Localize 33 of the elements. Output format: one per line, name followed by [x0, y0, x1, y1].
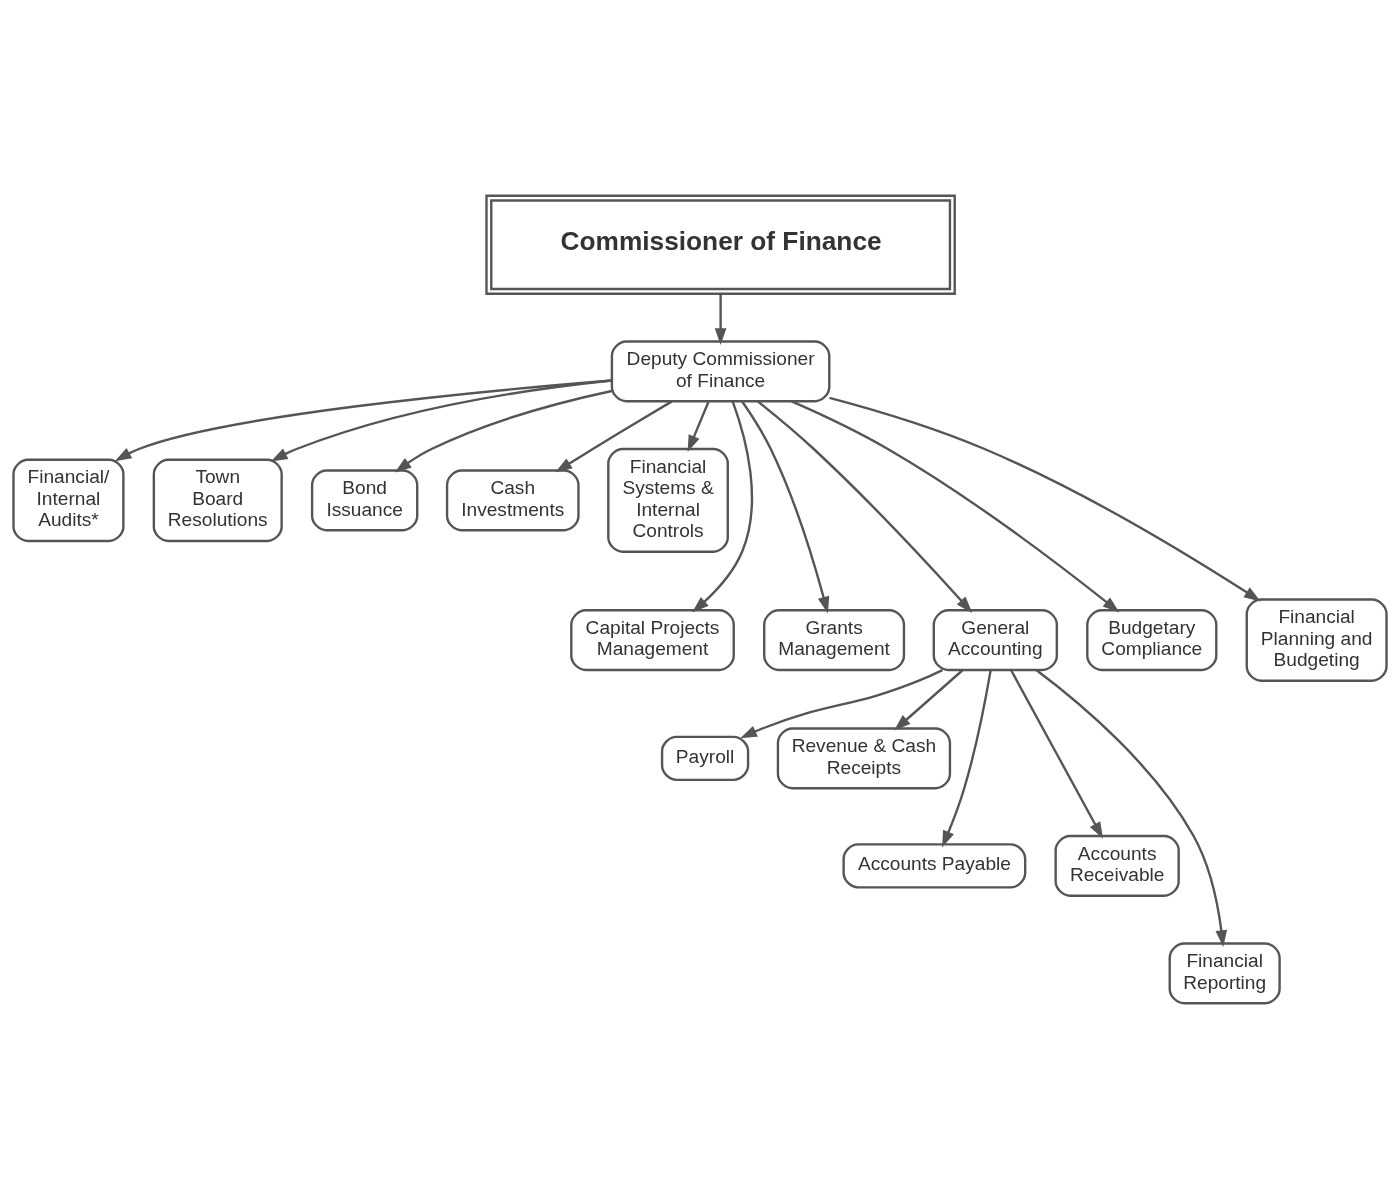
arrow [942, 670, 992, 848]
node-box: Town Board Resolutions [152, 458, 283, 543]
node-box: Financial Systems & Internal Controls [607, 447, 729, 553]
node-box: Deputy Commissioner of Finance [610, 340, 831, 403]
arrow [894, 669, 964, 731]
node-box: Bond Issuance [310, 469, 419, 532]
node-box: Budgetary Compliance [1086, 609, 1218, 672]
arrow [687, 400, 710, 453]
arrow [114, 379, 612, 462]
arrow [714, 293, 727, 345]
arrow [555, 400, 673, 473]
node-box: General Accounting [932, 609, 1059, 672]
arrow [1009, 669, 1104, 839]
node-box: Grants Management [763, 609, 906, 672]
node-box: Capital Projects Management [570, 609, 735, 672]
node-box: Financial Planning and Budgeting [1245, 598, 1388, 682]
node-box: Cash Investments [445, 469, 580, 532]
arrow [394, 389, 612, 473]
node-box: Payroll [660, 735, 750, 782]
node-box: Accounts Payable [842, 843, 1027, 889]
node-box: Financial Reporting [1168, 942, 1281, 1005]
arrow [740, 669, 943, 739]
arrow [829, 396, 1261, 602]
arrow [757, 400, 973, 613]
node-box: Commissioner of Finance [485, 194, 956, 295]
arrow [741, 400, 830, 614]
arrow [692, 401, 754, 613]
node-box: Financial/ Internal Audits* [12, 458, 125, 543]
node-box: Revenue & Cash Receipts [776, 727, 952, 790]
node-box: Accounts Receivable [1054, 834, 1180, 897]
arrow [270, 379, 612, 462]
arrow [1035, 669, 1228, 947]
arrow [791, 400, 1120, 613]
